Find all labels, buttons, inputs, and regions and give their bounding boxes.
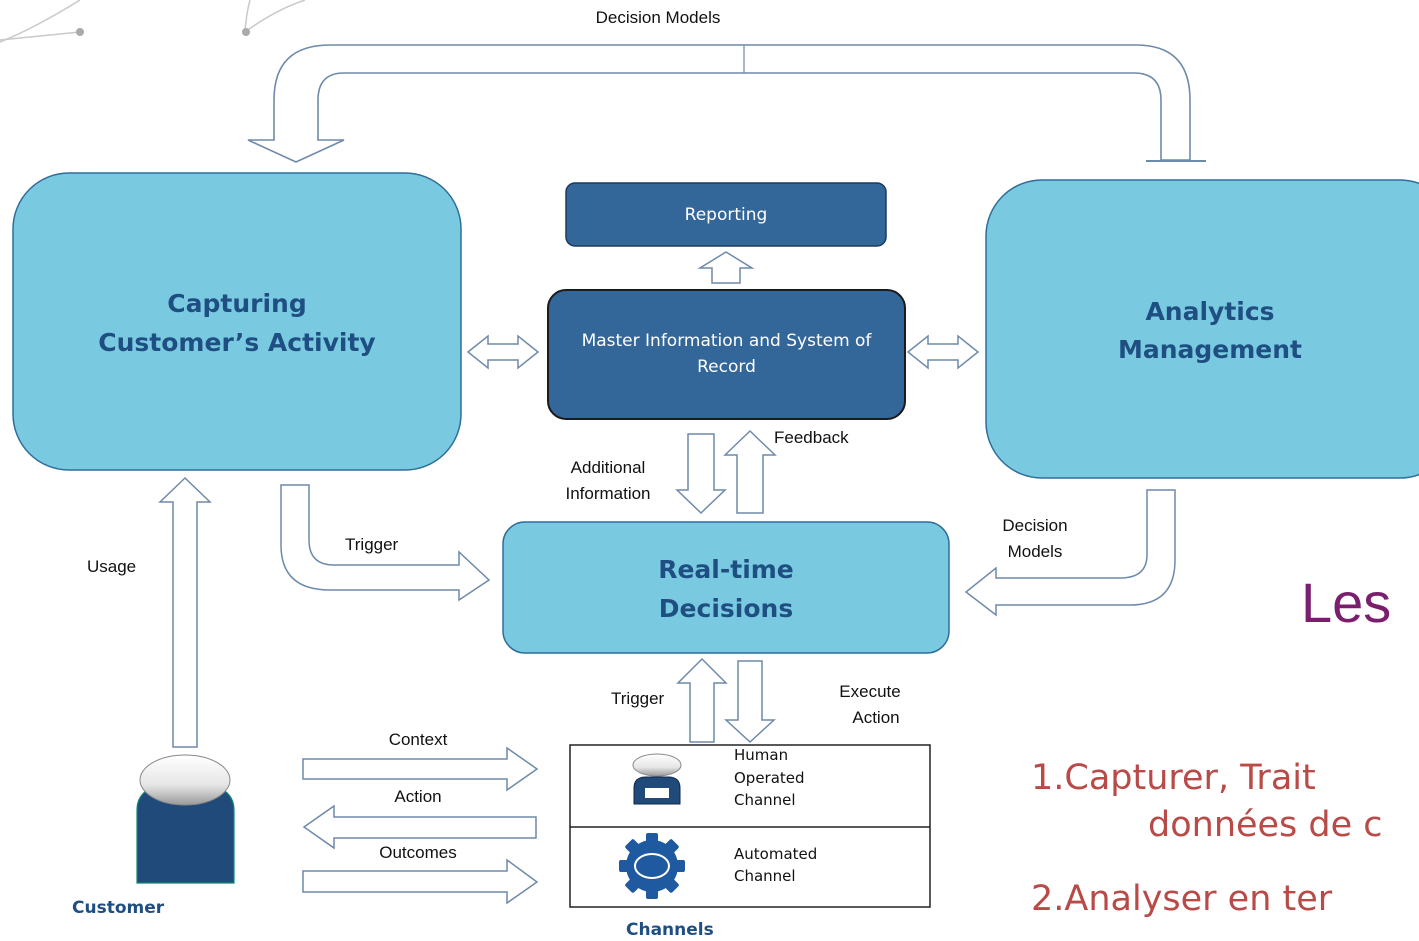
reporting-box: [565, 182, 887, 247]
decision-models-top-label: Decision Models: [595, 8, 721, 27]
action-arrow: [302, 804, 537, 850]
analytics-to-realtime-arrow: [964, 489, 1176, 617]
capturing-title-line2: Customer’s Activity: [98, 328, 376, 357]
master-information-label: Master Information and System of Record: [581, 331, 872, 377]
execute-action-label-line1: Execute: [839, 682, 901, 701]
execute-action-label-line2: Action: [852, 708, 900, 727]
usage-up-arrow: [158, 476, 212, 748]
outcomes-label: Outcomes: [379, 843, 457, 862]
decision-models-right-label-line2: Models: [1007, 542, 1063, 561]
decorative-network: [0, 0, 306, 43]
analytics-title-line2: Management: [1117, 335, 1303, 364]
human-channel-label-line3: Channel: [734, 791, 796, 809]
decision-models-right-label-line1: Decision: [1002, 516, 1068, 535]
realtime-title-line2: Decisions: [658, 594, 794, 623]
bullet-1-line1: 1.Capturer, Trait: [1031, 758, 1316, 798]
customer-label: Customer: [72, 898, 165, 918]
action-label: Action: [394, 787, 442, 806]
usage-label: Usage: [87, 557, 137, 576]
human-channel-label-line1: Human: [734, 746, 789, 764]
network-node: [242, 28, 250, 36]
gear-icon: [619, 833, 685, 899]
capturing-master-double-arrow: [466, 334, 540, 370]
context-arrow: [302, 746, 539, 792]
channels-label: Channels: [626, 920, 714, 940]
person-icon: [632, 753, 682, 805]
bullet-1-line2: données de c: [1148, 805, 1383, 845]
feedback-label: Feedback: [774, 428, 849, 447]
channels-trigger-up-arrow: [676, 657, 728, 743]
slide-title: Les: [1301, 571, 1392, 634]
analytics-management-box: [985, 179, 1419, 479]
master-analytics-double-arrow: [906, 334, 980, 370]
trigger-bottom-label: Trigger: [611, 689, 665, 708]
network-node: [76, 28, 84, 36]
automated-channel-label-line2: Channel: [734, 867, 796, 885]
feedback-up-arrow: [723, 429, 777, 514]
master-information-box: [547, 289, 906, 420]
decision-models-loop-arrow: [247, 44, 1191, 163]
additional-information-label-line2: Information: [565, 484, 651, 503]
master-to-reporting-arrow: [697, 251, 755, 284]
analytics-title-line1: Analytics: [1145, 297, 1275, 326]
capturing-to-realtime-trigger-arrow: [280, 484, 491, 602]
human-channel-label-line2: Operated: [734, 769, 805, 787]
outcomes-arrow: [302, 858, 539, 905]
capturing-activity-box: [12, 172, 462, 471]
realtime-title-line1: Real-time: [658, 555, 794, 584]
additional-information-down-arrow: [675, 433, 727, 515]
execute-action-down-arrow: [724, 660, 776, 744]
capturing-title-line1: Capturing: [167, 289, 307, 318]
automated-channel-label-line1: Automated: [734, 845, 818, 863]
additional-information-label-line1: Additional: [570, 458, 646, 477]
bullet-2: 2.Analyser en ter: [1031, 879, 1333, 919]
context-label: Context: [388, 730, 448, 749]
reporting-label: Reporting: [684, 205, 768, 225]
customer-person-icon: [136, 754, 235, 884]
realtime-decisions-box: [502, 521, 950, 654]
trigger-top-label: Trigger: [345, 535, 399, 554]
